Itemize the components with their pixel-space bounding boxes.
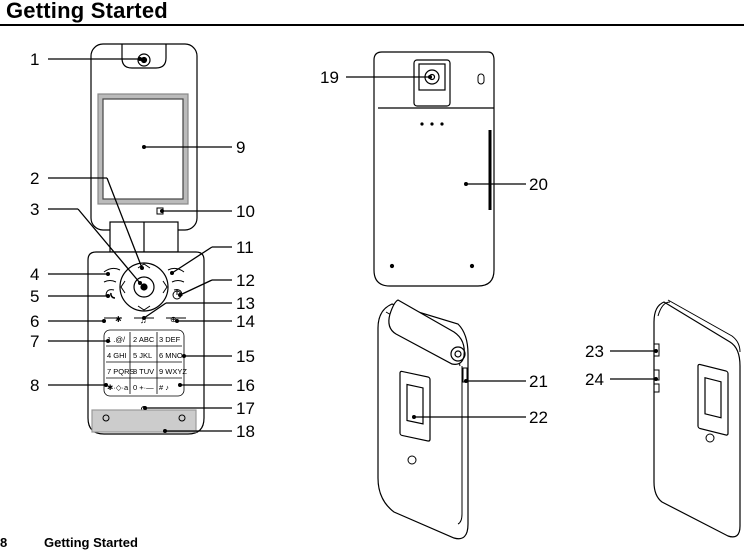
callout-20: 20 — [529, 175, 548, 194]
center-key — [133, 276, 155, 298]
title-rule — [0, 24, 744, 26]
callout-17: 17 — [236, 399, 255, 418]
key-9: 9 WXYZ — [159, 367, 187, 376]
callout-9: 9 — [236, 138, 245, 157]
callout-16: 16 — [236, 376, 255, 395]
callout-labels: 1 2 3 4 5 6 7 8 9 10 11 12 13 14 15 16 1… — [30, 50, 604, 441]
callout-7: 7 — [30, 332, 39, 351]
footer-section-title: Getting Started — [44, 535, 138, 550]
callout-11: 11 — [236, 238, 254, 257]
key-8: 8 TUV — [133, 367, 154, 376]
key-6: 6 MNO — [159, 351, 183, 360]
key-7: 7 PQRS — [107, 367, 135, 376]
callout-5: 5 — [30, 287, 39, 306]
callout-21: 21 — [529, 372, 548, 391]
svg-text:⊕: ⊕ — [170, 315, 177, 324]
svg-text:♫: ♫ — [140, 315, 147, 325]
callout-6: 6 — [30, 312, 39, 331]
page-number: 8 — [0, 535, 8, 550]
display-screen — [102, 98, 184, 200]
page-title: Getting Started — [6, 0, 168, 23]
callout-19: 19 — [320, 68, 339, 87]
callout-8: 8 — [30, 376, 39, 395]
leader-lines — [48, 58, 656, 432]
callout-10: 10 — [236, 202, 255, 221]
callout-1: 1 — [30, 50, 39, 69]
key-1: 1 .@/ — [107, 335, 126, 344]
callout-14: 14 — [236, 312, 255, 331]
callout-24: 24 — [585, 370, 604, 389]
callout-4: 4 — [30, 265, 39, 284]
callout-18: 18 — [236, 422, 255, 441]
front-view-phone: ✱ ♫ ⊕ 1 .@/ 2 ABC 3 DEF 4 GHI 5 JKL 6 MN… — [87, 43, 205, 435]
callout-2: 2 — [30, 169, 39, 188]
earpiece-icon — [137, 53, 151, 67]
key-3: 3 DEF — [159, 335, 181, 344]
callout-12: 12 — [236, 271, 255, 290]
callout-3: 3 — [30, 200, 39, 219]
closed-view-left — [377, 299, 469, 540]
key-0: 0 +·— — [133, 383, 154, 392]
closed-view-right — [653, 299, 741, 538]
key-hash: # ♪ — [159, 383, 169, 392]
callout-13: 13 — [236, 294, 255, 313]
back-view-phone — [373, 51, 495, 287]
callout-22: 22 — [529, 408, 548, 427]
callout-23: 23 — [585, 342, 604, 361]
callout-15: 15 — [236, 347, 255, 366]
svg-text:✱: ✱ — [115, 315, 122, 324]
key-2: 2 ABC — [133, 335, 155, 344]
key-star: ✱·◇·a — [107, 383, 129, 392]
key-4: 4 GHI — [107, 351, 127, 360]
key-5: 5 JKL — [133, 351, 152, 360]
